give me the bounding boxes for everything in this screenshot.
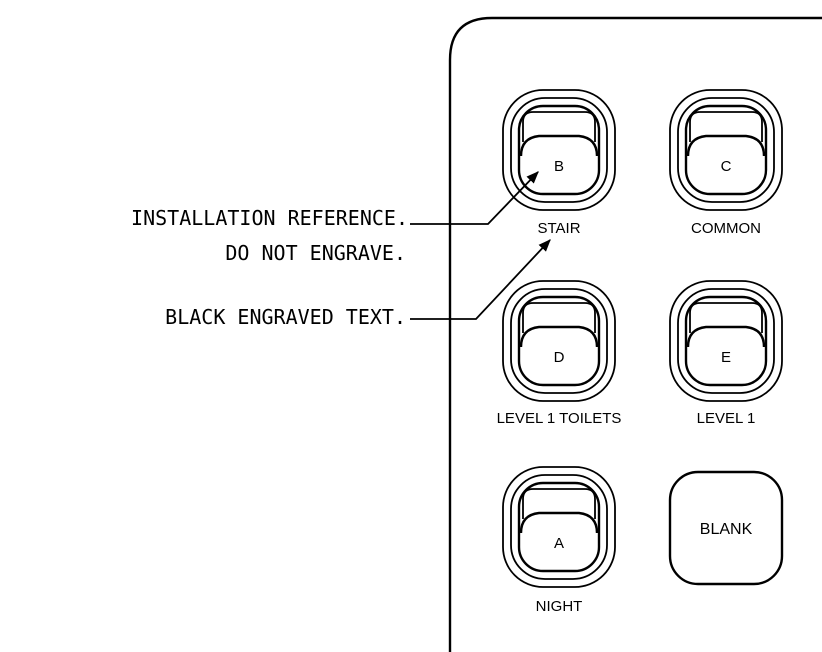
switch-e[interactable]: E bbox=[669, 280, 783, 402]
blank-button[interactable]: BLANK bbox=[668, 470, 784, 586]
engraved-label-common: COMMON bbox=[691, 220, 761, 237]
annotation-installation-reference: INSTALLATION REFERENCE. bbox=[131, 206, 408, 230]
switch-key-label: E bbox=[721, 349, 731, 366]
annotation-do-not-engrave: DO NOT ENGRAVE. bbox=[225, 241, 406, 265]
engraved-label-level-1-toilets: LEVEL 1 TOILETS bbox=[497, 410, 622, 427]
switch-key-label: D bbox=[554, 349, 565, 366]
switch-key-label: B bbox=[554, 158, 564, 175]
switch-c[interactable]: C bbox=[669, 89, 783, 211]
switch-key-label: A bbox=[554, 535, 564, 552]
leader-arrow-installation-reference bbox=[410, 171, 539, 225]
switch-key-label: C bbox=[721, 158, 732, 175]
leader-arrow-black-engraved-text bbox=[410, 239, 551, 320]
engraved-label-stair: STAIR bbox=[537, 220, 580, 237]
engraved-label-level-1: LEVEL 1 bbox=[697, 410, 756, 427]
switch-a[interactable]: A bbox=[502, 466, 616, 588]
blank-button-label: BLANK bbox=[700, 521, 753, 538]
engraved-label-night: NIGHT bbox=[536, 598, 583, 615]
switch-b[interactable]: B bbox=[502, 89, 616, 211]
faceplate-outline bbox=[448, 16, 822, 652]
switch-d[interactable]: D bbox=[502, 280, 616, 402]
annotation-black-engraved-text: BLACK ENGRAVED TEXT. bbox=[165, 305, 406, 329]
